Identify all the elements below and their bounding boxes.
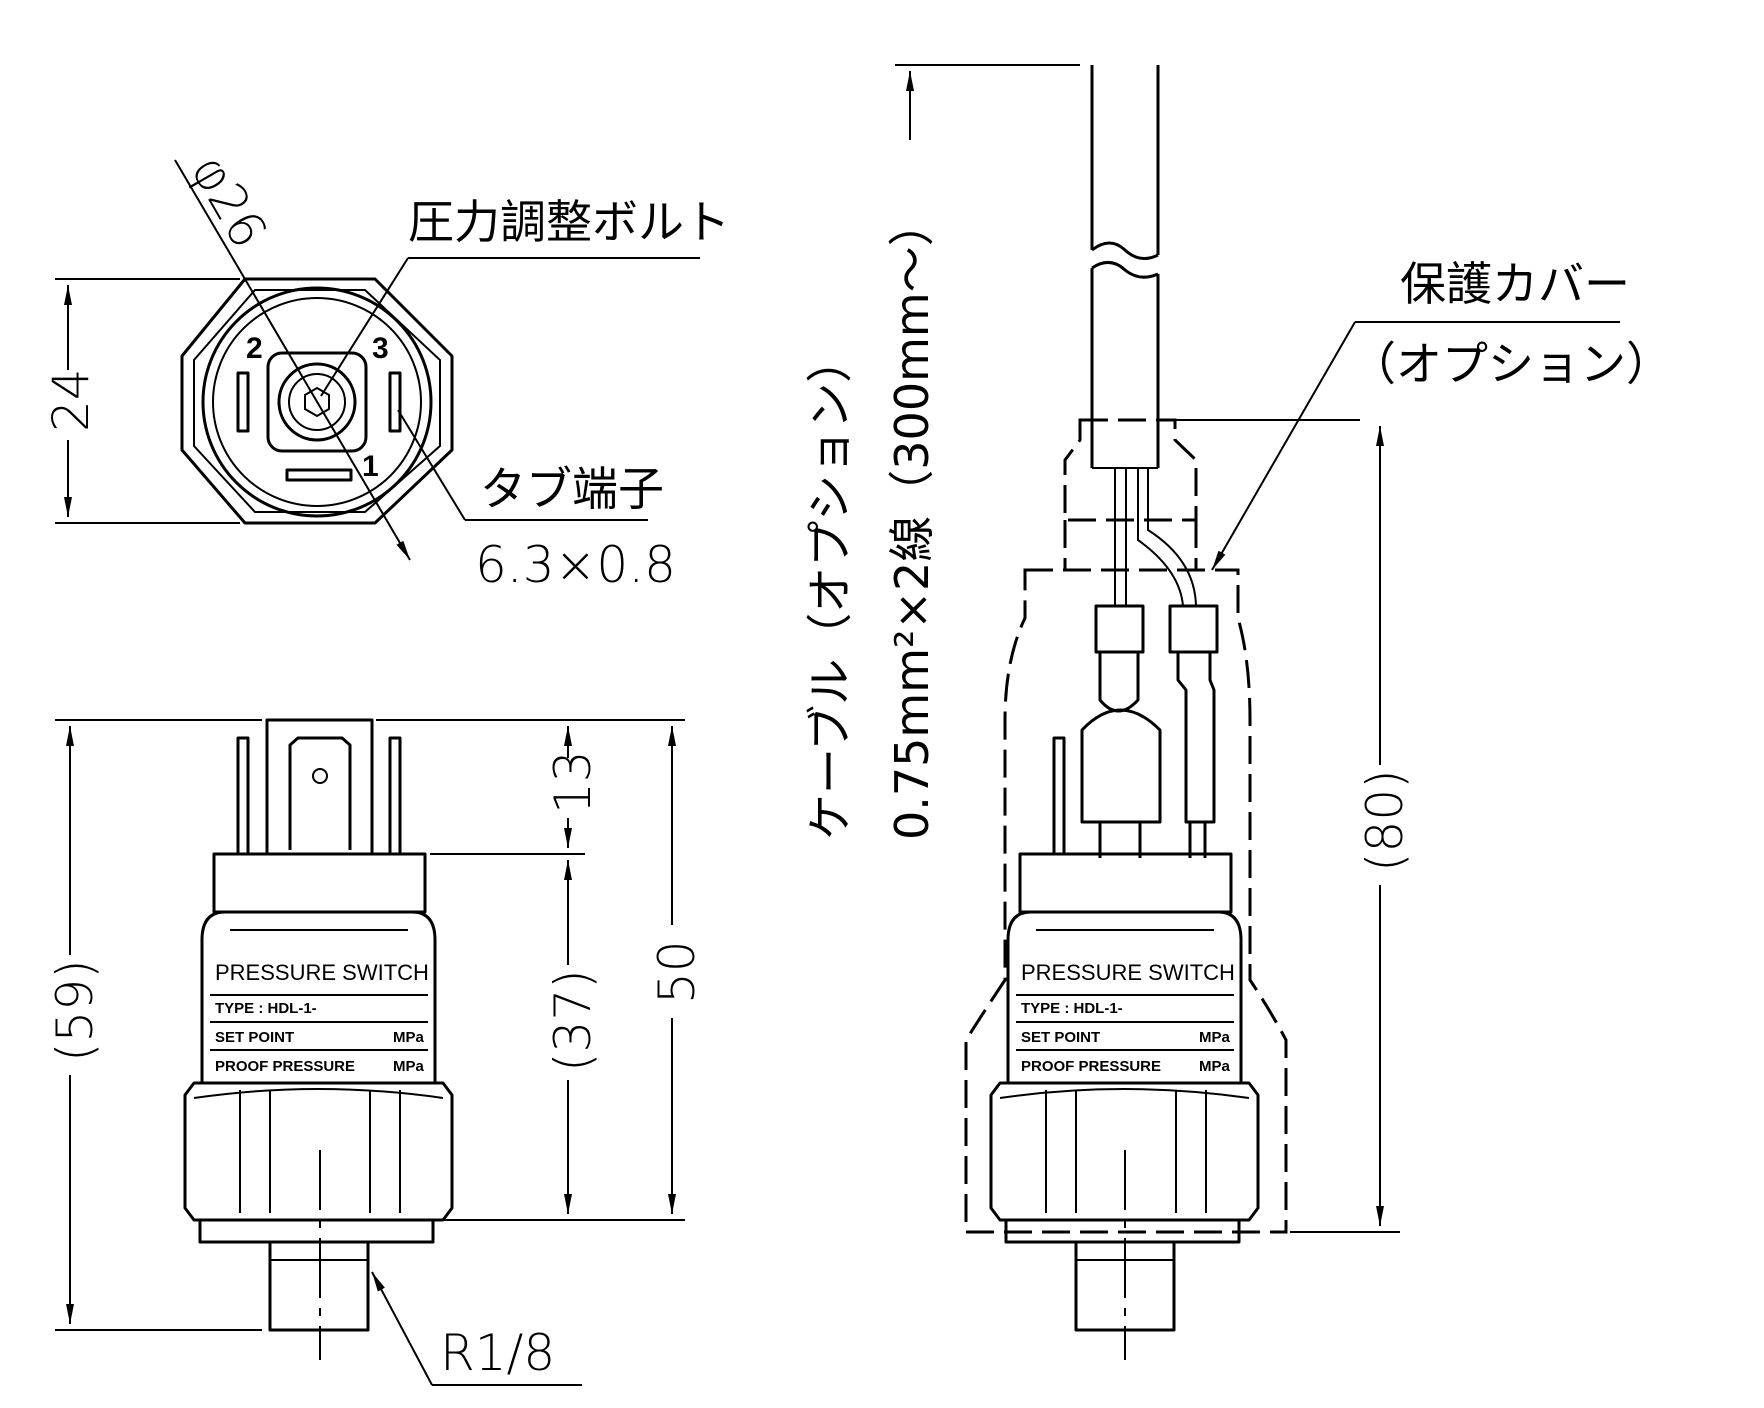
tab-label: タブ端子 — [480, 462, 664, 516]
dim-50-label: 50 — [648, 940, 706, 1004]
dim-80-label: (80) — [1356, 769, 1414, 872]
plate-title: PRESSURE SWITCH — [215, 960, 429, 985]
side-hex-nut — [989, 1081, 1260, 1222]
dim-24-label: 24 — [42, 368, 100, 432]
side-hex-chamfer — [999, 1088, 1250, 1099]
receptacle-right — [1176, 652, 1216, 824]
dim-13-label: 13 — [544, 750, 602, 814]
crimp-sleeve-right — [1168, 604, 1219, 654]
bolt-ring-inner — [288, 373, 346, 431]
side-view: PRESSURE SWITCH TYPE : HDL-1- SET POINT … — [803, 64, 1672, 1360]
top-view: 2 3 1 φ26 24 圧力調整ボルト タブ端子 6.3×0.8 — [42, 145, 730, 594]
dim-59-label: (59) — [46, 959, 104, 1062]
front-tab-right — [388, 736, 402, 856]
side-plate-type: TYPE : HDL-1- — [1021, 1000, 1123, 1017]
cable-break-top — [1091, 241, 1159, 261]
tab-leader — [397, 409, 466, 521]
nameplate-side: PRESSURE SWITCH TYPE : HDL-1- SET POINT … — [1016, 960, 1235, 1075]
top-view-inner-circle — [212, 297, 422, 507]
thread-leader — [371, 1271, 433, 1386]
plate-proof-unit: MPa — [393, 1058, 425, 1075]
cover-gland — [1063, 418, 1198, 522]
bolt-hex — [266, 351, 368, 453]
cable-break-bottom — [1091, 261, 1159, 279]
terminal-housing — [265, 718, 374, 856]
side-plate-proof-unit: MPa — [1199, 1058, 1231, 1075]
plate-set-point: SET POINT — [215, 1029, 294, 1046]
cover-label: 保護カバー — [1400, 257, 1630, 311]
pin-label-1: 1 — [362, 450, 379, 483]
diameter-leader — [174, 159, 411, 561]
protective-cover — [964, 568, 1288, 1234]
diameter-label: φ26 — [180, 145, 279, 258]
crimp-barrel-left — [1098, 652, 1140, 713]
wire-2 — [1137, 468, 1184, 607]
top-view-body-circle — [201, 286, 433, 518]
nameplate-front: PRESSURE SWITCH TYPE : HDL-1- SET POINT … — [210, 960, 429, 1075]
main-body — [200, 910, 437, 1085]
side-plate-set-point-unit: MPa — [1199, 1029, 1231, 1046]
side-plate-title: PRESSURE SWITCH — [1021, 960, 1235, 985]
pin-label-2: 2 — [246, 332, 263, 365]
side-plate-proof: PROOF PRESSURE — [1021, 1058, 1161, 1075]
bolt-label: 圧力調整ボルト — [408, 195, 730, 249]
bolt-leader — [320, 257, 409, 397]
side-plate-set-point: SET POINT — [1021, 1029, 1100, 1046]
thread-label: R1/8 — [440, 1324, 555, 1382]
cover-leader — [1211, 321, 1356, 571]
side-upper-cap — [1018, 852, 1233, 914]
flange — [198, 1218, 435, 1244]
side-main-body — [1006, 910, 1243, 1085]
plate-set-point-unit: MPa — [393, 1029, 425, 1046]
front-view: PRESSURE SWITCH TYPE : HDL-1- SET POINT … — [46, 718, 706, 1386]
dim-37-label: (37) — [544, 969, 602, 1072]
hex-chamfer-top — [193, 1088, 444, 1099]
upper-cap — [212, 852, 427, 914]
top-view-octagon — [180, 277, 454, 525]
front-tab-hole — [312, 768, 328, 784]
cable-spec: 0.75mm²×2線（300mm～） — [885, 200, 939, 840]
front-tab-center — [288, 736, 352, 850]
front-tab-left — [236, 736, 250, 856]
pin-label-3: 3 — [372, 332, 389, 365]
tab-terminal-2 — [236, 371, 250, 433]
hex-nut — [183, 1081, 454, 1222]
tab-size: 6.3×0.8 — [475, 536, 676, 594]
plate-proof: PROOF PRESSURE — [215, 1058, 355, 1075]
bolt-ring — [277, 362, 357, 442]
cable-label: ケーブル（オプション） — [803, 337, 857, 840]
side-tab-left — [1052, 736, 1066, 856]
receptacle-left — [1080, 708, 1162, 824]
cover-option: （オプション） — [1350, 337, 1672, 391]
plate-type: TYPE : HDL-1- — [215, 1000, 317, 1017]
crimp-sleeve-left — [1094, 604, 1145, 654]
bolt-socket-icon — [304, 386, 330, 418]
tab-terminal-1 — [285, 468, 353, 482]
tab-terminal-3 — [388, 371, 402, 433]
wire-2b — [1147, 468, 1197, 607]
